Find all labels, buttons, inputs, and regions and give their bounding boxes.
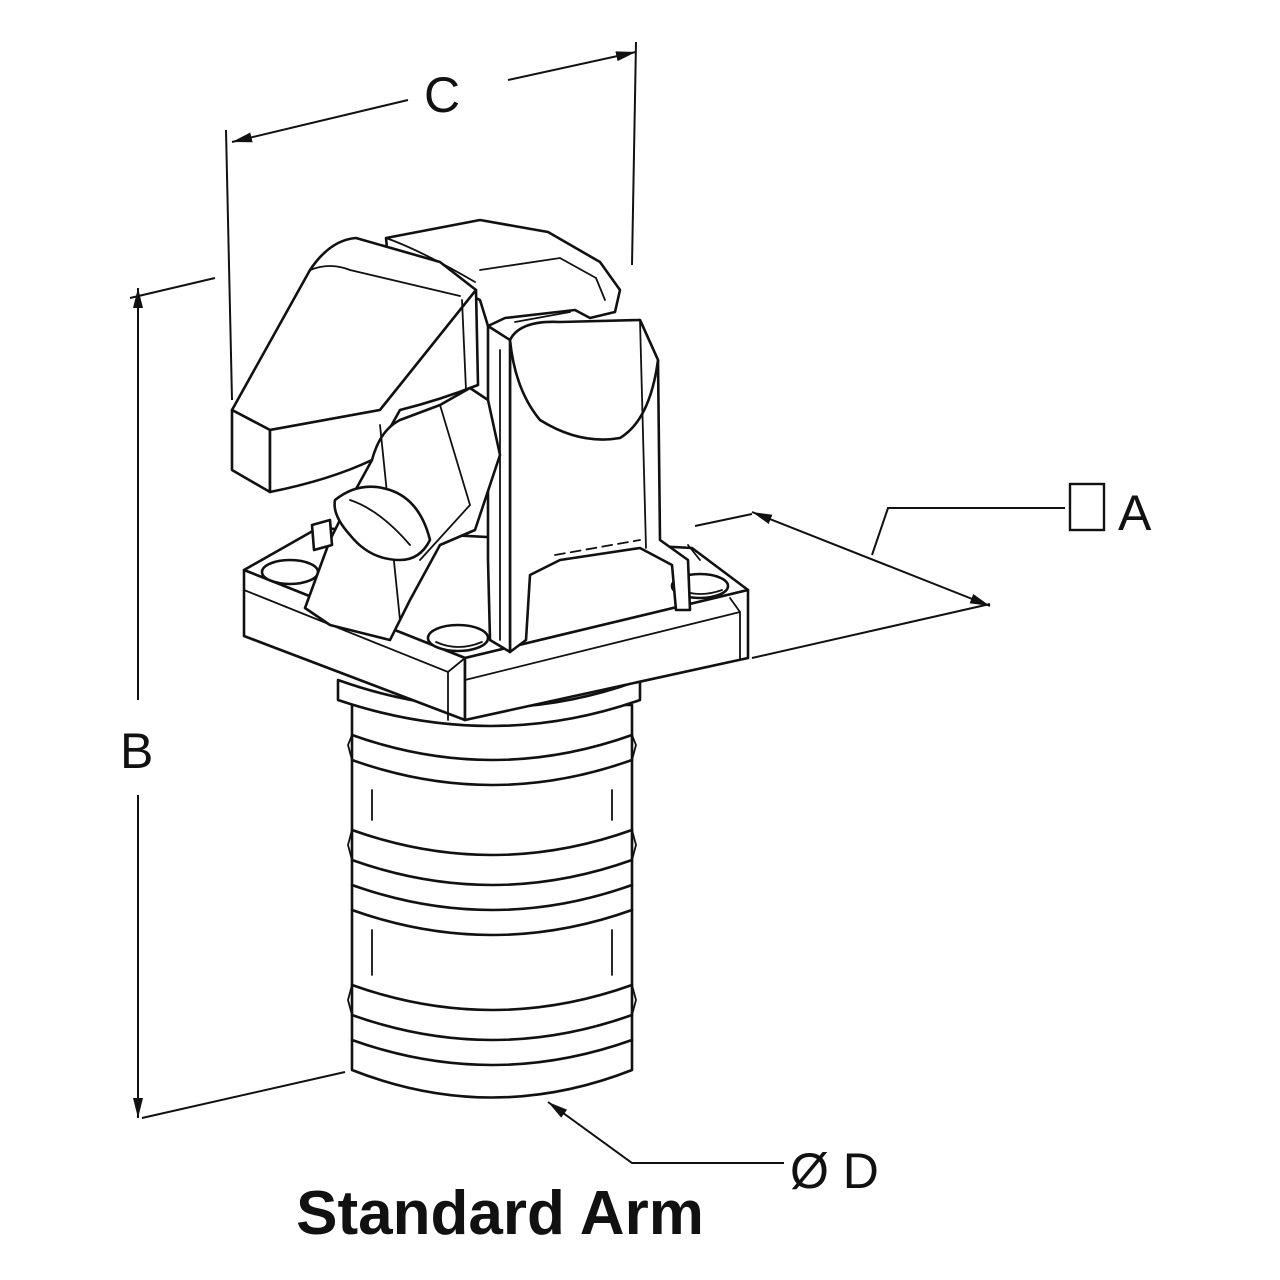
clamp-arm bbox=[230, 236, 502, 642]
cylinder-body bbox=[336, 678, 642, 1099]
square-symbol-icon bbox=[1068, 482, 1106, 532]
dim-label-b: B bbox=[120, 723, 153, 779]
pivot-housing bbox=[384, 218, 701, 654]
dim-label-a: A bbox=[1118, 485, 1152, 541]
figure-caption: Standard Arm bbox=[296, 1179, 704, 1248]
dim-label-d: Ø D bbox=[790, 1143, 879, 1199]
dim-label-c: C bbox=[424, 67, 460, 123]
dimension-lines bbox=[129, 41, 1065, 1164]
